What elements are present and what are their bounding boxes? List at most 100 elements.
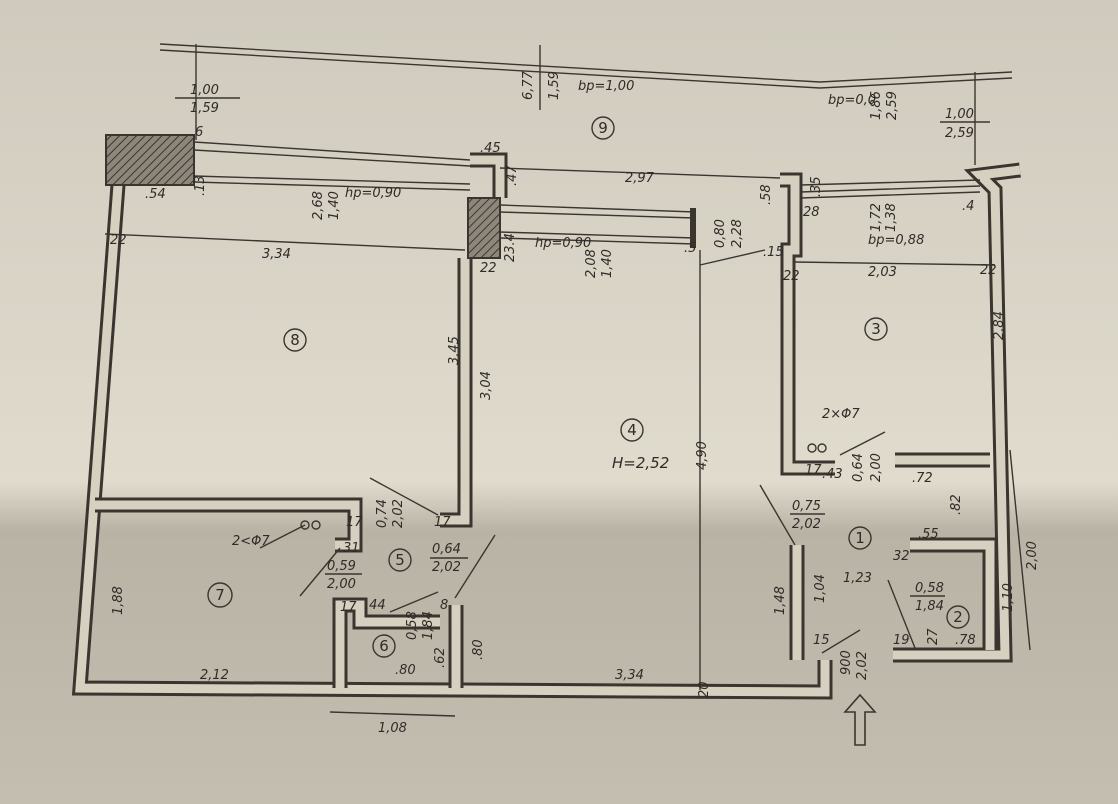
dim-label: 0,80: [713, 219, 728, 248]
dim-label: 3,04: [479, 371, 494, 400]
dim-label: 17: [346, 515, 363, 530]
dim-label: .80: [471, 639, 486, 660]
dim-label: 2,97: [625, 171, 655, 186]
dim-label: 1,10: [1001, 583, 1016, 612]
dim-label: 2×Φ7: [822, 407, 860, 422]
dim-label: 2,59: [885, 91, 900, 120]
balcony-rail: [159, 43, 1013, 165]
dim-label: 1,86: [869, 91, 884, 120]
dim-label: 23.4: [503, 233, 518, 262]
dim-label: bp=0,0: [828, 93, 876, 108]
dim-label: 1,84: [421, 611, 436, 640]
dim-label: .44: [365, 598, 386, 613]
dim-label: 8: [440, 598, 448, 613]
dim-label: 22: [110, 233, 127, 248]
dim-label: .5: [684, 241, 696, 256]
dim-label: 28: [803, 205, 820, 220]
room-4-height: H=2,52: [612, 454, 669, 472]
dim-label: .78: [955, 633, 976, 648]
dim-label: 1,48: [773, 586, 788, 615]
dim-label: 1,04: [813, 574, 828, 603]
dim-label: 3,45: [447, 336, 462, 365]
dim-label: 1,84: [915, 599, 944, 614]
dim-label: 32: [893, 549, 910, 564]
dim-label: 0,64: [851, 453, 866, 482]
dim-label: .54: [145, 187, 166, 202]
entrance-arrow: [843, 693, 877, 746]
dim-label: .58: [759, 184, 774, 205]
dimension-labels: 1,00 1,59 6,77 1,59 bp=1,00 bp=0,0 1,86 …: [110, 70, 1040, 736]
dim-label: 4,90: [695, 441, 710, 470]
dim-label: 900: [839, 650, 854, 675]
dim-label: 1,40: [600, 249, 615, 278]
hatched-column: [467, 197, 501, 259]
dim-label: 31: [343, 541, 360, 556]
dim-label: 19: [893, 633, 910, 648]
dim-label: .62: [433, 647, 448, 668]
dim-label: 27: [926, 628, 941, 645]
dim-label: 2,68: [311, 191, 326, 220]
dim-label: 22: [783, 269, 800, 284]
dim-label: 2,84: [992, 311, 1007, 340]
dim-label: 2,03: [868, 265, 897, 280]
dimension-lines: [104, 45, 1031, 717]
hatched-column: [105, 134, 195, 186]
dim-label: 20: [697, 681, 712, 698]
dim-label: 3,34: [262, 247, 291, 262]
dim-label: 0,74: [375, 499, 390, 528]
dim-label: 2,08: [584, 249, 599, 278]
dim-label: 6: [195, 125, 203, 140]
dim-label: 0,59: [327, 559, 356, 574]
dim-label: 2,00: [1025, 541, 1040, 570]
dim-label: .82: [949, 494, 964, 515]
dim-label: 1,08: [378, 721, 407, 736]
dim-label: bp=0,88: [868, 233, 924, 248]
dim-label: 17: [340, 600, 357, 615]
dim-label: 15: [813, 633, 830, 648]
dim-label: 22: [480, 261, 497, 276]
dim-label: .13: [193, 175, 208, 196]
dim-label: 22: [980, 263, 997, 278]
dim-label: 0,75: [792, 499, 821, 514]
dim-label: 2,02: [792, 517, 821, 532]
dim-label: 1,23: [843, 571, 872, 586]
dim-label: 1,59: [547, 71, 562, 100]
dim-label: hp=0,90: [535, 236, 591, 251]
dim-label: .43: [822, 467, 843, 482]
walls: [71, 152, 1021, 700]
dim-label: 1,38: [884, 203, 899, 232]
dim-label: hp=0,90: [345, 186, 401, 201]
dim-label: bp=1,00: [578, 79, 634, 94]
dim-label: 1,00: [945, 107, 974, 122]
dim-label: 1,59: [190, 101, 219, 116]
dim-label: 1,00: [190, 83, 219, 98]
room-4-label: 4: [627, 421, 637, 439]
vent-pipes: [300, 443, 827, 530]
dim-label: .80: [395, 663, 416, 678]
dim-label: 2,02: [391, 499, 406, 528]
dim-label: 2,00: [327, 577, 356, 592]
room-7-label: 7: [215, 586, 225, 604]
room-2-label: 2: [953, 608, 963, 626]
dim-label: .35: [809, 176, 824, 197]
dim-label: .4: [962, 199, 974, 214]
dim-label: .55: [918, 527, 939, 542]
dim-label: 2,59: [945, 126, 974, 141]
dim-label: 3,34: [615, 668, 644, 683]
dim-label: 0,58: [915, 581, 944, 596]
room-8-label: 8: [290, 331, 300, 349]
dim-label: 2,12: [200, 668, 229, 683]
room-9-label: 9: [598, 119, 608, 137]
dim-label: 2,00: [869, 453, 884, 482]
dim-label: 17: [434, 515, 451, 530]
dim-label: 1,88: [111, 586, 126, 615]
room-1-label: 1: [855, 529, 865, 547]
dim-label: .15: [763, 245, 784, 260]
dim-label: 1,40: [327, 191, 342, 220]
dim-label: 0,64: [432, 542, 461, 557]
dim-label: 6,77: [521, 70, 536, 100]
dim-label: .47: [505, 165, 520, 186]
dim-label: 2,02: [855, 651, 870, 680]
dim-label: 17: [805, 463, 822, 478]
